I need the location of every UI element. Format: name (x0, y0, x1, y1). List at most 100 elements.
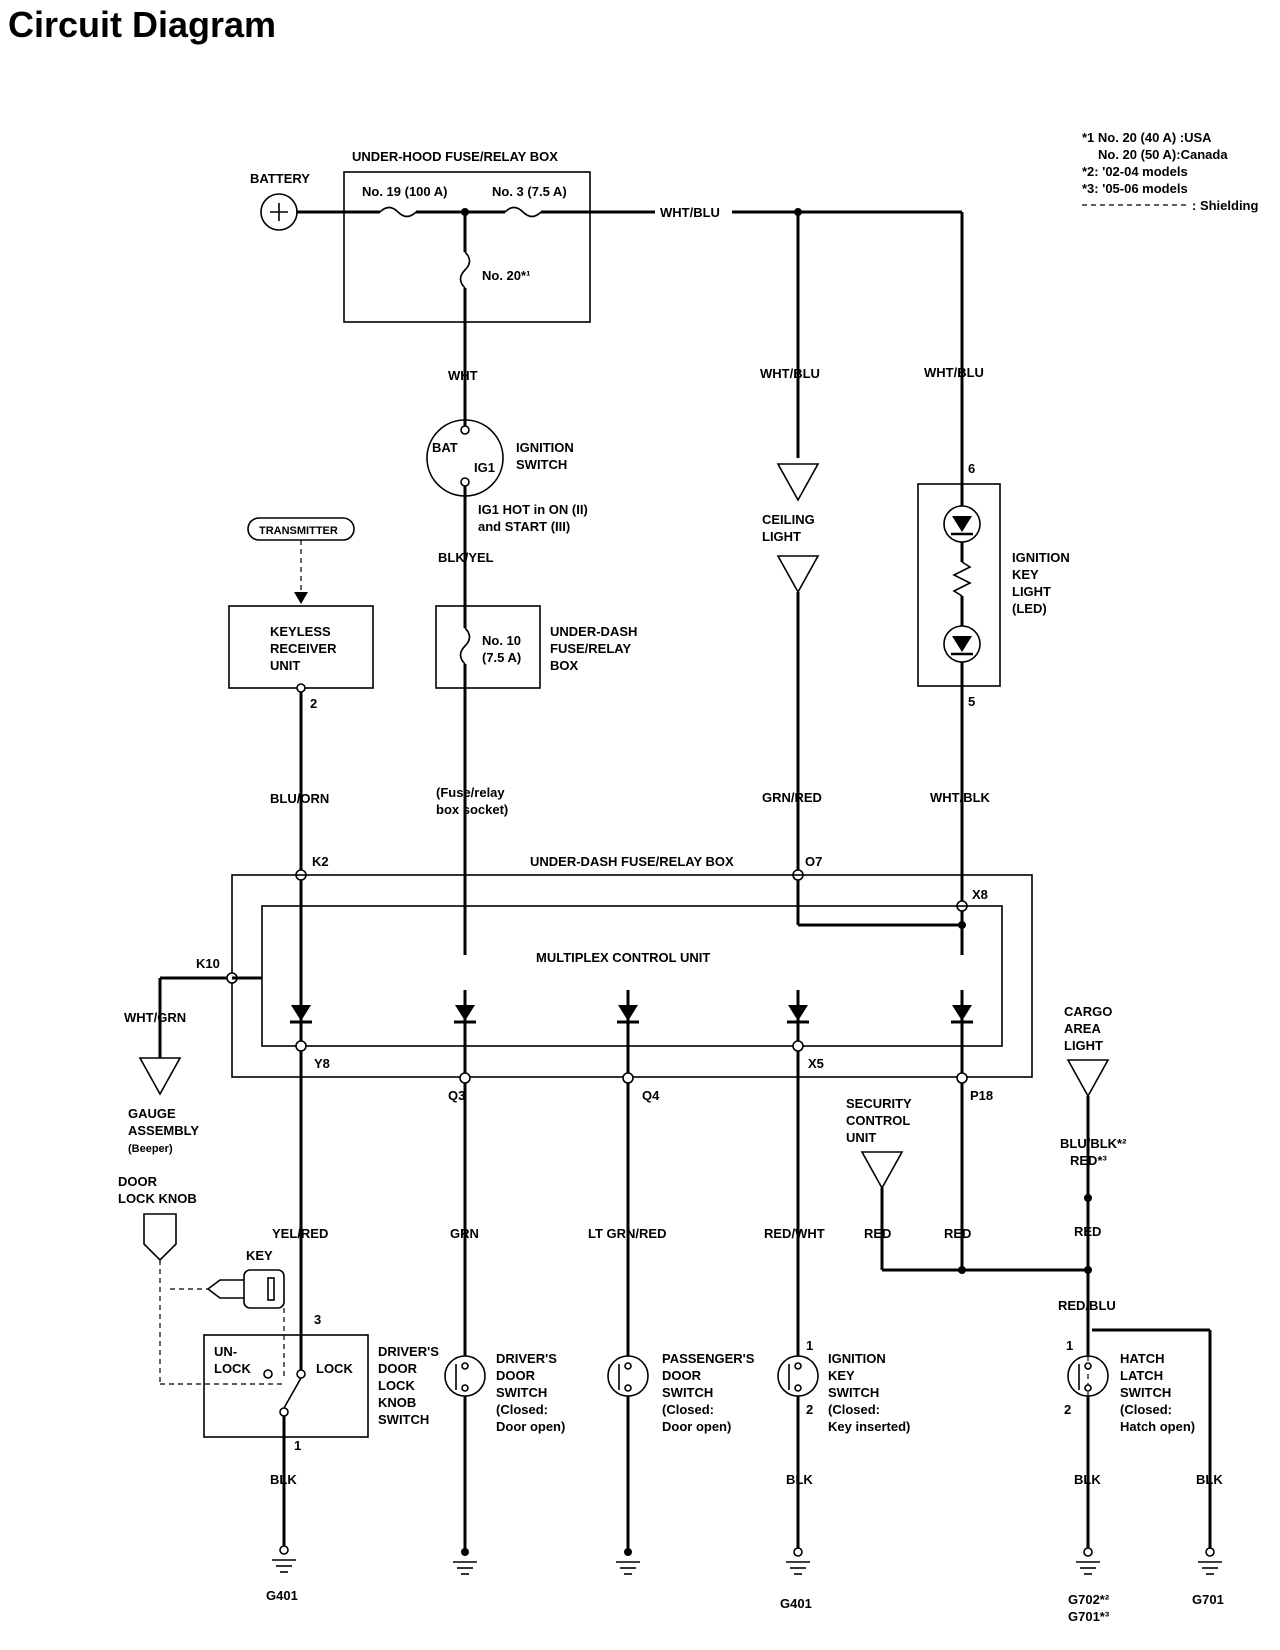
note-1b: No. 20 (50 A):Canada (1098, 147, 1228, 162)
diagram-label: LIGHT (1064, 1038, 1103, 1053)
g401-ground-label: G401 (266, 1588, 298, 1603)
bluorn-wire-label: BLU/ORN (270, 791, 329, 806)
underdash-box-label: UNDER-DASH FUSE/RELAY BOX (530, 854, 734, 869)
led-lower-icon (943, 625, 981, 663)
diagram-label: LIGHT (1012, 584, 1051, 599)
underdash-fuse-10-box (435, 605, 541, 689)
lock-knob-pin-3: 3 (314, 1312, 321, 1327)
diagram-label: (LED) (1012, 601, 1047, 616)
diode-icon (785, 1003, 811, 1024)
diagram-label: (Closed: (1120, 1402, 1172, 1417)
diagram-label: and START (III) (478, 519, 570, 534)
diagram-label: SWITCH (516, 457, 567, 472)
diagram-label: Door open) (662, 1419, 731, 1434)
fuse-3-label: No. 3 (7.5 A) (492, 184, 567, 199)
diagram-label: ASSEMBLY (128, 1123, 199, 1138)
diagram-label: (Closed: (828, 1402, 880, 1417)
red-wire-label: RED (944, 1226, 971, 1241)
diagram-label: Key inserted) (828, 1419, 910, 1434)
diagram-label: AREA (1064, 1021, 1101, 1036)
blkyel-wire-label: BLK/YEL (438, 550, 494, 565)
fuse-10-icon (459, 627, 471, 665)
diagram-label: Door open) (496, 1419, 565, 1434)
battery-icon (260, 193, 298, 231)
transmitter-label: TRANSMITTER (259, 525, 338, 537)
underdash-box-side-label: UNDER-DASH (550, 624, 637, 639)
diagram-label: SWITCH (828, 1385, 879, 1400)
underhood-box-label: UNDER-HOOD FUSE/RELAY BOX (352, 149, 558, 164)
q4-terminal: Q4 (642, 1088, 660, 1103)
resistor-icon (952, 561, 972, 597)
blk-wire-label: BLK (1074, 1472, 1101, 1487)
fuse-20-icon (459, 251, 471, 289)
diagram-label: (7.5 A) (482, 650, 521, 665)
fuse-10-label: No. 10 (482, 633, 521, 648)
fuse-19-icon (379, 206, 417, 218)
diagram-label: (Closed: (496, 1402, 548, 1417)
diagram-label: SWITCH (1120, 1385, 1171, 1400)
red-wire-label: RED (864, 1226, 891, 1241)
yelred-wire-label: YEL/RED (272, 1226, 328, 1241)
ignition-switch-label: IGNITION (516, 440, 574, 455)
underhood-fuse-relay-box (343, 171, 591, 323)
redblu-wire-label: RED/BLU (1058, 1298, 1116, 1313)
blk-wire-label: BLK (270, 1472, 297, 1487)
security-control-unit-label: SECURITY (846, 1096, 912, 1111)
cargo-area-light-label: CARGO (1064, 1004, 1112, 1019)
diagram-label: (Closed: (662, 1402, 714, 1417)
g701-ground-label: G701 (1192, 1592, 1224, 1607)
socket-note: (Fuse/relay (436, 785, 505, 800)
diagram-label: LOCK (214, 1361, 251, 1376)
ground-icon (785, 1561, 811, 1575)
o7-terminal: O7 (805, 854, 822, 869)
ignition-switch-icon (426, 419, 504, 497)
diagram-label: SWITCH (662, 1385, 713, 1400)
fuse-3-icon (504, 206, 542, 218)
q3-terminal: Q3 (448, 1088, 465, 1103)
g702-ground-label: G702*² (1068, 1592, 1110, 1607)
g401-ground-label: G401 (780, 1596, 812, 1611)
ground-icon (452, 1561, 478, 1575)
gauge-assembly-icon (138, 1057, 182, 1096)
grn-wire-label: GRN (450, 1226, 479, 1241)
diagram-label: SWITCH (378, 1412, 429, 1427)
lock-label: LOCK (316, 1361, 353, 1376)
battery-label: BATTERY (250, 171, 310, 186)
keylight-pin-6: 6 (968, 461, 975, 476)
ignition-key-light-label: IGNITION (1012, 550, 1070, 565)
diagram-label: BOX (550, 658, 579, 673)
key-label: KEY (246, 1248, 273, 1263)
x5-terminal: X5 (808, 1056, 824, 1071)
note-3: *3: '05-06 models (1082, 181, 1188, 196)
ground-icon (1075, 1561, 1101, 1575)
diode-icon (452, 1003, 478, 1024)
ignition-key-switch-label: IGNITION (828, 1351, 886, 1366)
diode-icon (615, 1003, 641, 1024)
security-control-unit-icon (860, 1151, 904, 1190)
drivers-door-lock-knob-label: DRIVER'S (378, 1344, 439, 1359)
ceiling-light-upper-icon (776, 463, 820, 502)
diagram-label: UNIT (270, 658, 300, 673)
diagram-label: CONTROL (846, 1113, 910, 1128)
p18-terminal: P18 (970, 1088, 993, 1103)
cargo-area-light-icon (1066, 1059, 1110, 1098)
ignition-key-switch-icon (777, 1355, 819, 1397)
notes-legend: *1 No. 20 (40 A) :USA No. 20 (50 A):Cana… (1082, 130, 1259, 213)
ground-icon (615, 1561, 641, 1575)
ignition-key-light-box (917, 483, 1001, 687)
door-lock-knob-icon (143, 1213, 177, 1262)
diagram-label: RECEIVER (270, 641, 337, 656)
whtblu-keylight-label: WHT/BLU (924, 365, 984, 380)
redwht-wire-label: RED/WHT (764, 1226, 825, 1241)
door-lock-knob-label: DOOR (118, 1174, 158, 1189)
ceiling-light-label: CEILING (762, 512, 815, 527)
shielding-legend: : Shielding (1192, 198, 1259, 213)
diagram-label: DOOR (662, 1368, 702, 1383)
bat-terminal-label: BAT (432, 440, 458, 455)
diagram-label: SWITCH (496, 1385, 547, 1400)
g701-ground-label: G701*³ (1068, 1609, 1110, 1624)
keylight-pin-5: 5 (968, 694, 975, 709)
k10-terminal: K10 (196, 956, 220, 971)
diagram-label: UNIT (846, 1130, 876, 1145)
